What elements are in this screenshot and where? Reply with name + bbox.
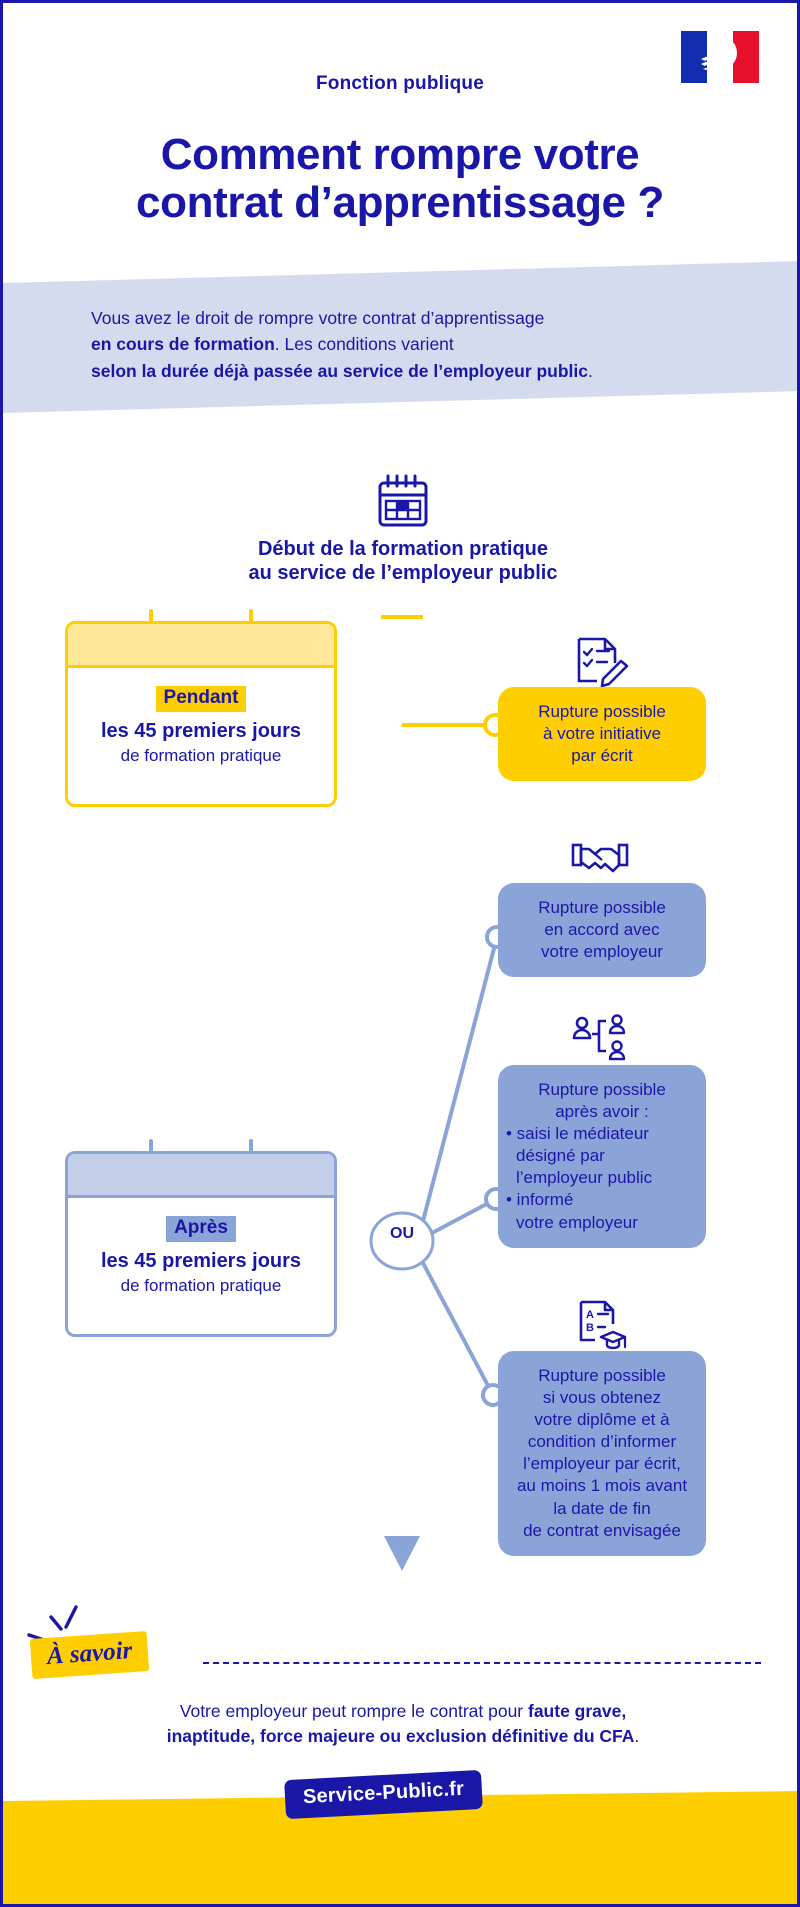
checklist-pen-icon — [577, 637, 629, 687]
page-title-line1: Comment rompre votre — [160, 130, 640, 179]
outcome-diplome-line1: Rupture possible — [538, 1366, 666, 1385]
a-savoir-text: Votre employeur peut rompre le contrat p… — [93, 1699, 713, 1750]
marianne-icon — [701, 39, 737, 75]
handshake-icon — [571, 843, 629, 873]
svg-text:B: B — [586, 1322, 594, 1334]
ou-junction-label: OU — [390, 1225, 414, 1242]
arrow-down-icon — [384, 1536, 420, 1571]
note-line2-plain: . — [634, 1726, 640, 1747]
page-title-line2: contrat d’apprentissage ? — [136, 178, 664, 228]
period-tag-apres: Après — [166, 1216, 236, 1242]
outcome-initiative-line3: par écrit — [571, 746, 633, 766]
branch-diplome — [421, 1262, 495, 1396]
period-apres-line2: de formation pratique — [120, 1275, 282, 1295]
timeline-start-line1: Début de la formation pratique — [257, 538, 549, 560]
outcome-bubble-mediateur: Rupture possible après avoir : • saisi l… — [498, 1065, 706, 1248]
period-card-pendant: Pendant les 45 premiers jours de formati… — [65, 621, 337, 807]
calendar-strip-blue — [68, 1154, 334, 1198]
outcome-mediateur-b1-l3: l’employeur public — [516, 1168, 653, 1188]
a-savoir-divider — [203, 1662, 761, 1664]
timeline-start-line2: au service de l’employeur public — [248, 562, 558, 585]
intro-line2-bold: en cours de formation — [91, 334, 275, 355]
outcome-diplome-line8: de contrat envisagée — [523, 1520, 681, 1540]
outcome-accord-line1: Rupture possible — [538, 898, 666, 917]
outcome-mediateur-b1-l1: • saisi le médiateur — [506, 1124, 649, 1144]
diploma-document-icon: A B — [579, 1300, 627, 1350]
calendar-icon — [378, 474, 428, 527]
period-pendant-line2: de formation pratique — [120, 745, 282, 765]
period-pendant-line1: les 45 premiers jours — [100, 719, 302, 742]
outcome-bubble-initiative: Rupture possible à votre initiative par … — [498, 687, 706, 782]
eyebrow-label: Fonction publique — [315, 73, 485, 94]
branch-mediateur — [431, 1197, 497, 1235]
intro-line3-bold: selon la durée déjà passée au service de… — [91, 360, 589, 381]
outcome-bubble-diplome: Rupture possible si vous obtenez votre d… — [498, 1351, 706, 1556]
page-title: Comment rompre votre contrat d’apprentis… — [43, 130, 757, 228]
note-line1-bold: faute grave, — [528, 1701, 627, 1721]
outcome-mediateur-line2: après avoir : — [555, 1102, 649, 1122]
outcome-initiative-line1: Rupture possible — [538, 702, 666, 721]
mediator-people-icon — [572, 1014, 626, 1061]
period-apres-line1: les 45 premiers jours — [100, 1249, 302, 1272]
intro-banner-shape — [3, 261, 797, 413]
intro-line1: Vous avez le droit de rompre votre contr… — [91, 308, 545, 328]
note-line2-bold: inaptitude, force majeure ou exclusion d… — [166, 1726, 635, 1747]
outcome-mediateur-b2-l1: • informé — [506, 1190, 574, 1210]
outcome-diplome-line2: si vous obtenez — [542, 1388, 662, 1408]
outcome-mediateur-b1-l2: désigné par — [516, 1146, 605, 1166]
intro-line2-plain: . Les conditions varient — [274, 334, 454, 355]
outcome-initiative-line2: à votre initiative — [542, 724, 662, 744]
outcome-accord-line3: votre employeur — [541, 942, 663, 962]
outcome-accord-line2: en accord avec — [544, 920, 660, 940]
outcome-mediateur-line1: Rupture possible — [538, 1080, 666, 1099]
intro-line3-plain: . — [588, 360, 593, 381]
period-tag-pendant: Pendant — [155, 686, 247, 712]
outcome-diplome-line5: l’employeur par écrit, — [523, 1454, 681, 1474]
outcome-diplome-line7: la date de fin — [553, 1498, 651, 1518]
period-card-apres: Après les 45 premiers jours de formation… — [65, 1151, 337, 1337]
calendar-strip-yellow — [68, 624, 334, 668]
outcome-mediateur-b2-l2: votre employeur — [516, 1212, 638, 1232]
outcome-diplome-line6: au moins 1 mois avant — [516, 1476, 688, 1496]
french-flag-icon — [681, 31, 759, 83]
a-savoir-badge: À savoir — [29, 1630, 150, 1680]
intro-text: Vous avez le droit de rompre votre contr… — [91, 305, 741, 384]
outcome-bubble-accord: Rupture possible en accord avec votre em… — [498, 883, 706, 978]
outcome-diplome-line4: condition d’informer — [527, 1432, 677, 1452]
timeline-start-label: Début de la formation pratique au servic… — [123, 537, 683, 586]
svg-text:A: A — [586, 1309, 594, 1321]
outcome-diplome-line3: votre diplôme et à — [534, 1410, 670, 1430]
note-line1-plain: Votre employeur peut rompre le contrat p… — [179, 1701, 528, 1721]
branch-accord — [421, 936, 499, 1222]
